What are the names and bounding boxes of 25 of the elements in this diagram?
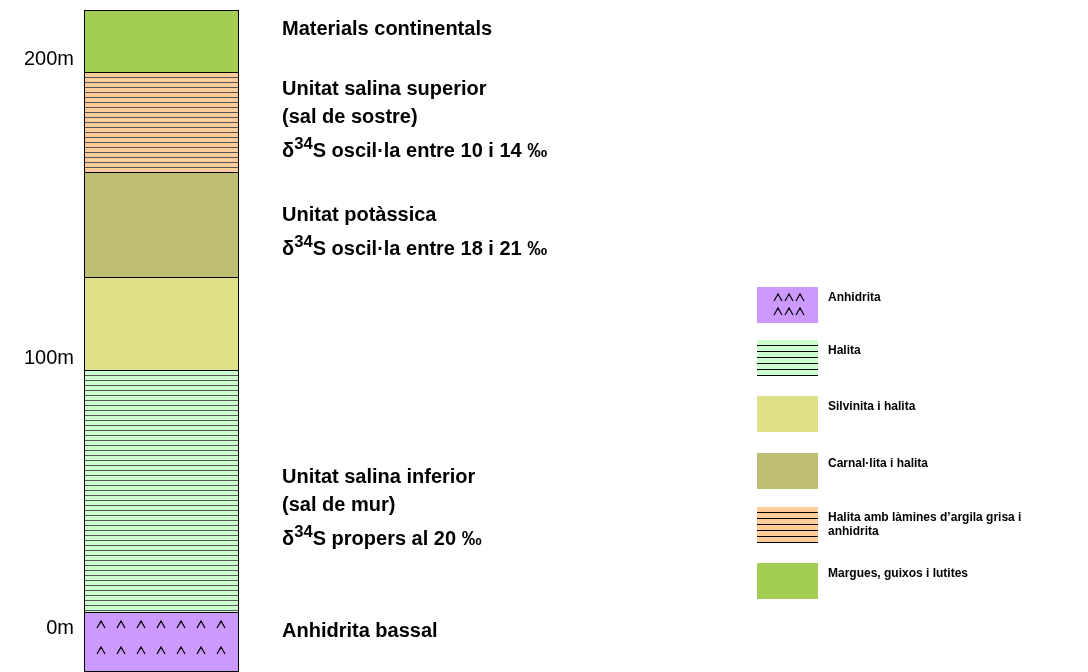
rock-layer bbox=[84, 172, 239, 278]
unit-description: (sal de sostre) bbox=[282, 104, 418, 129]
rock-layer bbox=[84, 72, 239, 173]
unit-description: δ$^{34}$S propers al 20 ‰ bbox=[282, 521, 482, 551]
height-label: 0m bbox=[45, 616, 74, 639]
unit-description: Materials continentals bbox=[282, 16, 493, 41]
height-label: 100m bbox=[22, 346, 74, 369]
legend-label: Halita bbox=[828, 343, 862, 357]
legend-label: Halita amb làmines d’argila grisa i anhidrita bbox=[828, 510, 1023, 538]
height-label: 200m bbox=[22, 47, 74, 70]
unit-description: δ$^{34}$S oscil·la entre 18 i 21 ‰ bbox=[282, 231, 548, 261]
unit-description: Anhidrita bassal bbox=[282, 618, 438, 643]
legend-label: Anhidrita bbox=[828, 290, 882, 304]
rock-layer bbox=[84, 612, 239, 672]
unit-description: (sal de mur) bbox=[282, 492, 396, 517]
unit-description: Unitat salina inferior bbox=[282, 464, 476, 489]
unit-description: Unitat salina superior bbox=[282, 76, 487, 101]
unit-description: Unitat potàssica bbox=[282, 202, 437, 227]
legend-label: Carnal·lita i halita bbox=[828, 456, 930, 470]
rock-layer bbox=[84, 10, 239, 73]
rock-layer bbox=[84, 370, 239, 613]
rock-layer bbox=[84, 277, 239, 371]
legend-label: Margues, guixos i lutites bbox=[828, 566, 970, 580]
legend-label: Silvinita i halita bbox=[828, 399, 917, 413]
unit-description: δ$^{34}$S oscil·la entre 10 i 14 ‰ bbox=[282, 133, 548, 163]
